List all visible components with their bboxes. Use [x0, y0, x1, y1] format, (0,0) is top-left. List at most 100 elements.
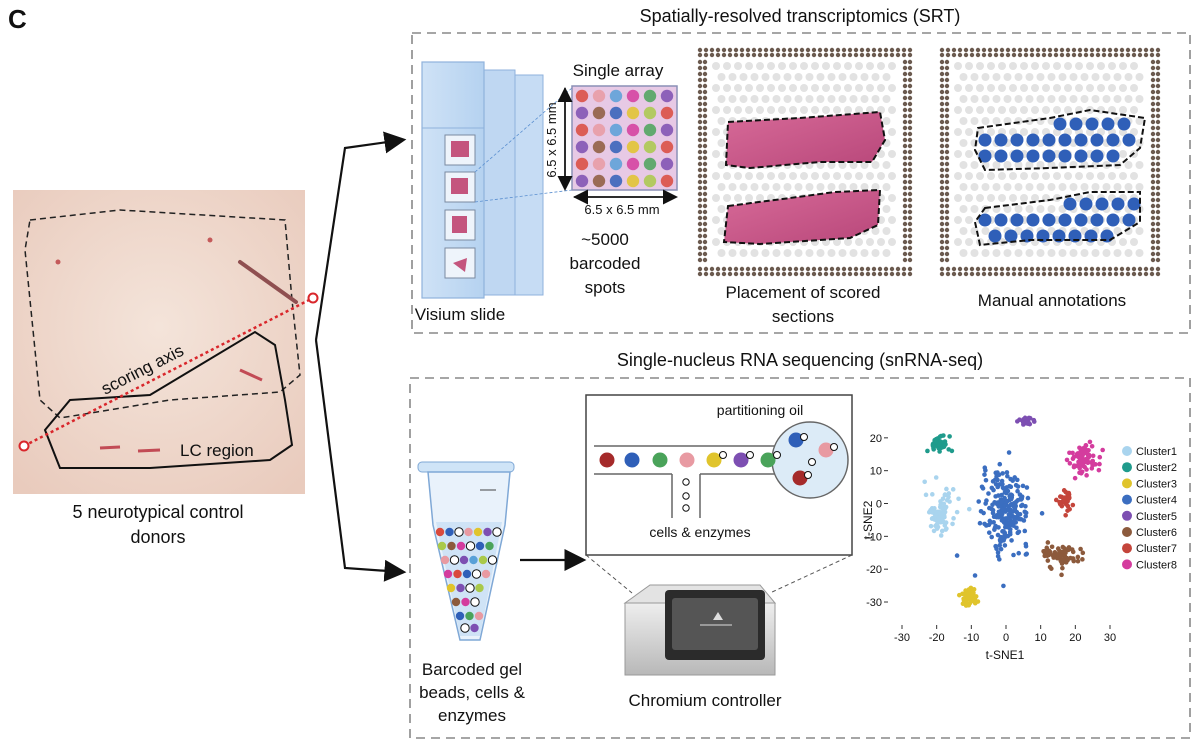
- capture-spot: [745, 172, 753, 180]
- capture-spot: [783, 249, 792, 257]
- capture-spot: [954, 106, 962, 114]
- capture-spot: [866, 238, 874, 246]
- channel-bead: [706, 452, 722, 468]
- capture-spot: [1075, 172, 1083, 180]
- capture-spot: [1047, 205, 1056, 213]
- fiducial-dot: [727, 47, 733, 53]
- tsne-point: [1067, 461, 1073, 466]
- capture-spot: [816, 95, 825, 103]
- fiducial-dot: [969, 52, 975, 58]
- channel-bead: [624, 452, 640, 468]
- fiducial-dot: [835, 47, 841, 53]
- donor-caption-line2: donors: [130, 527, 185, 547]
- fiducial-dot: [1077, 47, 1083, 53]
- fiducial-dot: [697, 89, 703, 95]
- gel-bead: [481, 569, 491, 579]
- tsne-point: [940, 496, 946, 502]
- tsne-point: [1044, 545, 1050, 551]
- array-dim-horizontal: 6.5 x 6.5 mm: [584, 202, 659, 217]
- capture-spot: [816, 249, 825, 257]
- fiducial-dot: [939, 167, 945, 173]
- fiducial-dot: [883, 47, 889, 53]
- tsne-point: [946, 494, 951, 500]
- capture-spot: [849, 183, 858, 191]
- capture-spot: [1020, 62, 1028, 70]
- fiducial-dot: [745, 47, 751, 53]
- fiducial-dot: [835, 52, 841, 58]
- fiducial-dot: [1053, 266, 1059, 272]
- fiducial-dot: [939, 257, 945, 263]
- fiducial-dot: [702, 179, 708, 185]
- capture-spot: [783, 183, 792, 191]
- fiducial-dot: [1041, 47, 1047, 53]
- placement-section-top: [724, 110, 887, 170]
- capture-spot: [734, 62, 742, 70]
- fiducial-dot: [944, 137, 950, 143]
- capture-spot: [761, 95, 770, 103]
- gel-bead: [470, 623, 479, 633]
- tsne-point: [999, 478, 1005, 484]
- fiducial-dot: [817, 52, 823, 58]
- capture-spot: [1124, 161, 1133, 169]
- fiducial-dot: [757, 52, 763, 58]
- fiducial-dot: [902, 173, 908, 179]
- fiducial-dot: [1047, 271, 1053, 277]
- legend-swatch: [1122, 446, 1132, 456]
- cell: [773, 451, 781, 459]
- capture-spot: [970, 117, 979, 125]
- fiducial-dot: [993, 52, 999, 58]
- x-tick-label: -30: [894, 632, 910, 644]
- fiducial-dot: [1150, 173, 1156, 179]
- tsne-point: [1039, 511, 1045, 516]
- tsne-point: [925, 448, 930, 454]
- capture-spot: [855, 62, 863, 70]
- fiducial-dot: [702, 113, 708, 119]
- fiducial-dot: [1113, 271, 1119, 277]
- fiducial-dot: [1150, 71, 1156, 77]
- tsne-point: [1077, 456, 1083, 462]
- fiducial-dot: [702, 131, 708, 137]
- capture-spot: [844, 84, 852, 92]
- fiducial-dot: [1005, 266, 1011, 272]
- fiducial-dot: [715, 266, 721, 272]
- fiducial-dot: [751, 271, 757, 277]
- fiducial-dot: [944, 185, 950, 191]
- capture-spot: [778, 172, 786, 180]
- capture-spot: [1058, 95, 1067, 103]
- fiducial-dot: [902, 137, 908, 143]
- capture-spot: [1113, 95, 1122, 103]
- annotation-spot: [1079, 197, 1093, 211]
- fiducial-dot: [939, 271, 945, 277]
- fiducial-dot: [907, 125, 913, 131]
- tsne-point: [1026, 416, 1032, 422]
- fiducial-dot: [939, 266, 945, 272]
- fiducial-dot: [1035, 52, 1041, 58]
- fiducial-dot: [939, 107, 945, 113]
- annotation-spot: [1074, 149, 1088, 163]
- fiducial-dot: [1150, 59, 1156, 65]
- capture-spot: [1080, 73, 1089, 81]
- fiducial-dot: [1143, 47, 1149, 53]
- gel-bead: [492, 527, 502, 537]
- fiducial-dot: [697, 101, 703, 107]
- fiducial-dot: [1119, 52, 1125, 58]
- fiducial-dot: [951, 52, 957, 58]
- fiducial-dot: [1150, 203, 1156, 209]
- fiducial-dot: [895, 52, 901, 58]
- fiducial-dot: [1150, 239, 1156, 245]
- fiducial-dot: [939, 83, 945, 89]
- tsne-point: [1006, 450, 1012, 455]
- fiducial-dot: [829, 271, 835, 277]
- x-tick-label: 10: [1035, 632, 1047, 644]
- fiducial-dot: [739, 52, 745, 58]
- capture-spot: [1003, 161, 1012, 169]
- fiducial-dot: [841, 47, 847, 53]
- fiducial-dot: [1155, 173, 1161, 179]
- fiducial-dot: [697, 167, 703, 173]
- capture-spot: [1020, 128, 1028, 136]
- fiducial-dot: [733, 52, 739, 58]
- tsne-point: [1063, 559, 1069, 564]
- fiducial-dot: [907, 59, 913, 65]
- fiducial-dot: [697, 179, 703, 185]
- fiducial-dot: [745, 271, 751, 277]
